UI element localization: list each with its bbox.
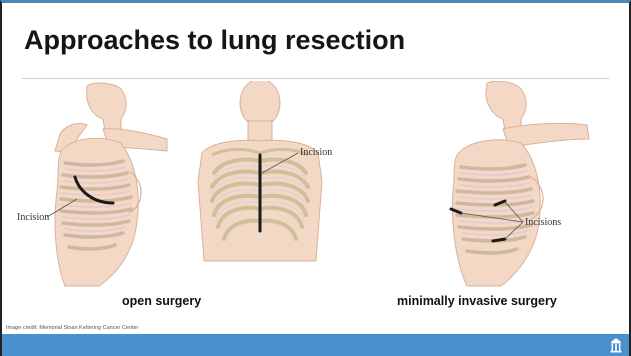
illustration-side-open: Incision — [17, 81, 172, 291]
old-well-logo-icon — [609, 337, 623, 353]
footer-bar — [2, 334, 629, 356]
title-divider — [22, 78, 609, 79]
label-front-incision: Incision — [300, 147, 332, 158]
caption-open-surgery: open surgery — [122, 294, 201, 308]
image-credit: Image credit: Memorial Sloan Kettering C… — [6, 325, 138, 331]
label-incisions: Incisions — [525, 217, 561, 228]
label-side-incision: Incision — [17, 212, 49, 223]
caption-minimally-invasive: minimally invasive surgery — [397, 294, 557, 308]
slide-title: Approaches to lung resection — [24, 25, 405, 56]
illustration-front-open: Incision — [182, 81, 367, 291]
illustration-side-minimally-invasive: Incisions — [417, 81, 602, 291]
